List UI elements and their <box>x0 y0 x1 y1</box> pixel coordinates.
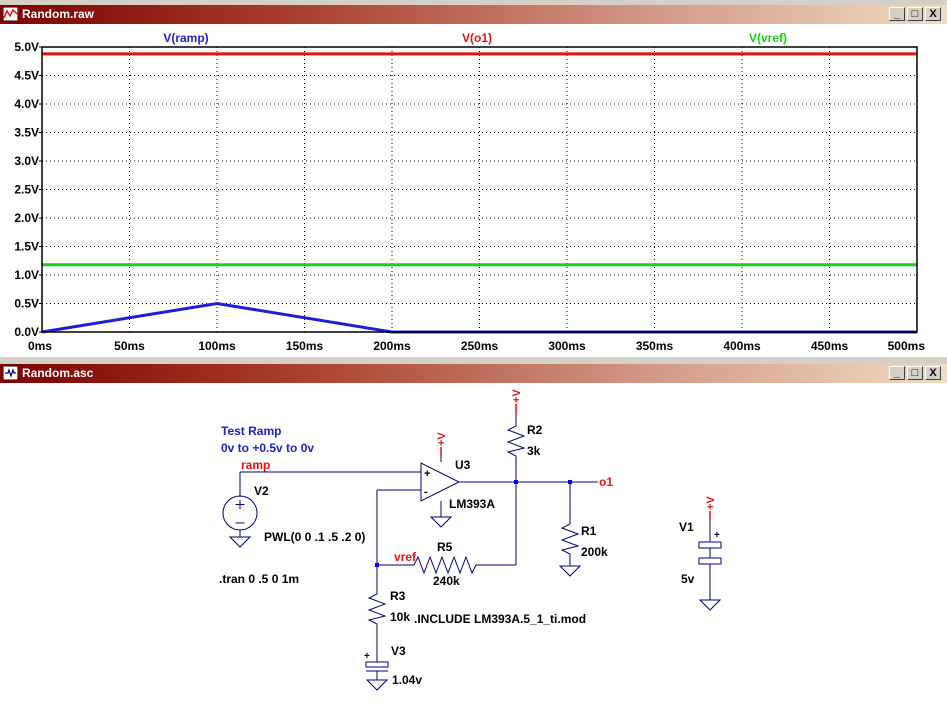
source-V3[interactable]: + <box>364 651 389 680</box>
V1-value: 5v <box>681 572 695 586</box>
plot-background <box>0 24 947 357</box>
opamp-icon <box>420 462 461 502</box>
waveform-plot[interactable]: 0.0V 0.5V 1.0V 1.5V 2.0V 2.5V 3.0V 3.5V 4.0V 4.5V… <box>0 24 947 357</box>
supply-label: +V <box>705 496 717 510</box>
y-axis-ticks: 0.0V 0.5V 1.0V 1.5V 2.0V 2.5V 3.0V 3.5V 4.0V 4.5V… <box>14 40 42 339</box>
net-label-vref: vref <box>394 550 417 564</box>
x-tick-label: 450ms <box>811 339 849 353</box>
legend-entry[interactable]: V(vref) <box>749 31 787 45</box>
R3-value: 10k <box>390 610 410 624</box>
junction-dot <box>375 563 379 567</box>
resistor-R2-icon <box>506 422 526 458</box>
ground-symbols <box>228 516 722 691</box>
source-V1[interactable]: + <box>698 530 722 565</box>
R1-name: R1 <box>581 524 597 538</box>
V3-polarity: + <box>364 651 370 662</box>
x-tick-label: 150ms <box>286 339 324 353</box>
schematic-app-icon <box>3 366 18 380</box>
maximize-button[interactable]: □ <box>907 366 923 380</box>
ground-icon <box>429 516 453 528</box>
plot-window[interactable]: Random.raw _ □ X 0.0V 0.5V 1.0V 1.5V 2.0V 2.5… <box>0 5 947 357</box>
V3-value: 1.04v <box>392 673 422 687</box>
V2-value: PWL(0 0 .1 .5 .2 0) <box>264 530 365 544</box>
y-tick-label: 4.0V <box>14 97 39 111</box>
U3-value: LM393A <box>449 497 495 511</box>
y-tick-label: 0.0V <box>14 325 39 339</box>
ground-icon <box>698 599 722 611</box>
source-V2[interactable] <box>222 495 258 531</box>
close-button[interactable]: X <box>925 366 941 380</box>
legend-entry[interactable]: V(o1) <box>462 31 492 45</box>
y-tick-label: 0.5V <box>14 297 39 311</box>
battery-icon <box>365 661 389 668</box>
maximize-button[interactable]: □ <box>907 7 923 21</box>
x-tick-label: 500ms <box>888 339 926 353</box>
junction-dot <box>568 480 572 484</box>
x-tick-label: 100ms <box>198 339 236 353</box>
opamp-minus-label: - <box>424 486 428 498</box>
opamp-U3[interactable]: + - <box>420 462 461 502</box>
supply-label: +V <box>511 389 523 403</box>
plot-legend[interactable]: V(ramp) V(o1) V(vref) <box>163 31 787 45</box>
include-directive: .INCLUDE LM393A.5_1_ti.mod <box>414 612 586 626</box>
R3-name: R3 <box>390 589 406 603</box>
minimize-button[interactable]: _ <box>889 366 905 380</box>
supply-label: +V <box>436 432 448 446</box>
R1-value: 200k <box>581 545 608 559</box>
y-tick-label: 4.5V <box>14 69 39 83</box>
junction-dot <box>514 480 518 484</box>
resistor-R5-icon <box>410 555 480 575</box>
schematic-background <box>0 383 947 705</box>
opamp-plus-label: + <box>424 468 430 480</box>
x-tick-label: 50ms <box>114 339 145 353</box>
y-tick-label: 2.5V <box>14 183 39 197</box>
resistor-R3-icon <box>367 590 387 626</box>
y-tick-label: 3.5V <box>14 126 39 140</box>
V2-name: V2 <box>254 484 269 498</box>
tran-directive: .tran 0 .5 0 1m <box>219 572 299 586</box>
schematic-window-titlebar[interactable]: Random.asc _ □ X <box>0 364 947 383</box>
V1-polarity: + <box>714 530 720 541</box>
plot-window-title: Random.raw <box>22 7 95 21</box>
x-tick-label: 300ms <box>548 339 586 353</box>
R2-value: 3k <box>527 444 541 458</box>
y-tick-label: 1.5V <box>14 240 39 254</box>
net-label-o1: o1 <box>599 475 613 489</box>
x-tick-label: 200ms <box>373 339 411 353</box>
net-label-ramp: ramp <box>241 458 270 472</box>
y-tick-label: 3.0V <box>14 154 39 168</box>
plot-window-titlebar[interactable]: Random.raw _ □ X <box>0 5 947 24</box>
ground-icon <box>558 565 582 577</box>
comment-line1: Test Ramp <box>221 424 281 438</box>
close-button[interactable]: X <box>925 7 941 21</box>
R2-name: R2 <box>527 423 543 437</box>
R5-value: 240k <box>433 574 460 588</box>
ground-icon <box>228 536 252 548</box>
V1-name: V1 <box>679 520 694 534</box>
schematic-canvas[interactable]: + - + + +V +V +V Test Ramp 0v to +0.5v to … <box>0 383 947 705</box>
V3-name: V3 <box>391 644 406 658</box>
x-tick-label: 400ms <box>723 339 761 353</box>
schematic-window-title: Random.asc <box>22 366 94 380</box>
resistor-icons <box>367 422 580 626</box>
x-tick-label: 350ms <box>636 339 674 353</box>
x-tick-label: 0ms <box>28 339 52 353</box>
legend-entry[interactable]: V(ramp) <box>163 31 208 45</box>
supply-flags: +V +V +V <box>436 389 717 520</box>
schematic-window[interactable]: Random.asc _ □ X <box>0 364 947 705</box>
y-tick-label: 2.0V <box>14 211 39 225</box>
y-tick-label: 5.0V <box>14 40 39 54</box>
voltage-source-icon <box>222 495 258 531</box>
wires <box>239 413 711 662</box>
waveform-app-icon <box>3 7 18 21</box>
comment-line2: 0v to +0.5v to 0v <box>221 441 314 455</box>
minimize-button[interactable]: _ <box>889 7 905 21</box>
x-tick-label: 250ms <box>461 339 499 353</box>
R5-name: R5 <box>437 540 453 554</box>
U3-name: U3 <box>455 458 471 472</box>
x-axis-ticks: 0ms 50ms 100ms 150ms 200ms 250ms 300ms 350ms 400… <box>28 339 925 353</box>
resistor-R1-icon <box>560 520 580 556</box>
y-tick-label: 1.0V <box>14 268 39 282</box>
